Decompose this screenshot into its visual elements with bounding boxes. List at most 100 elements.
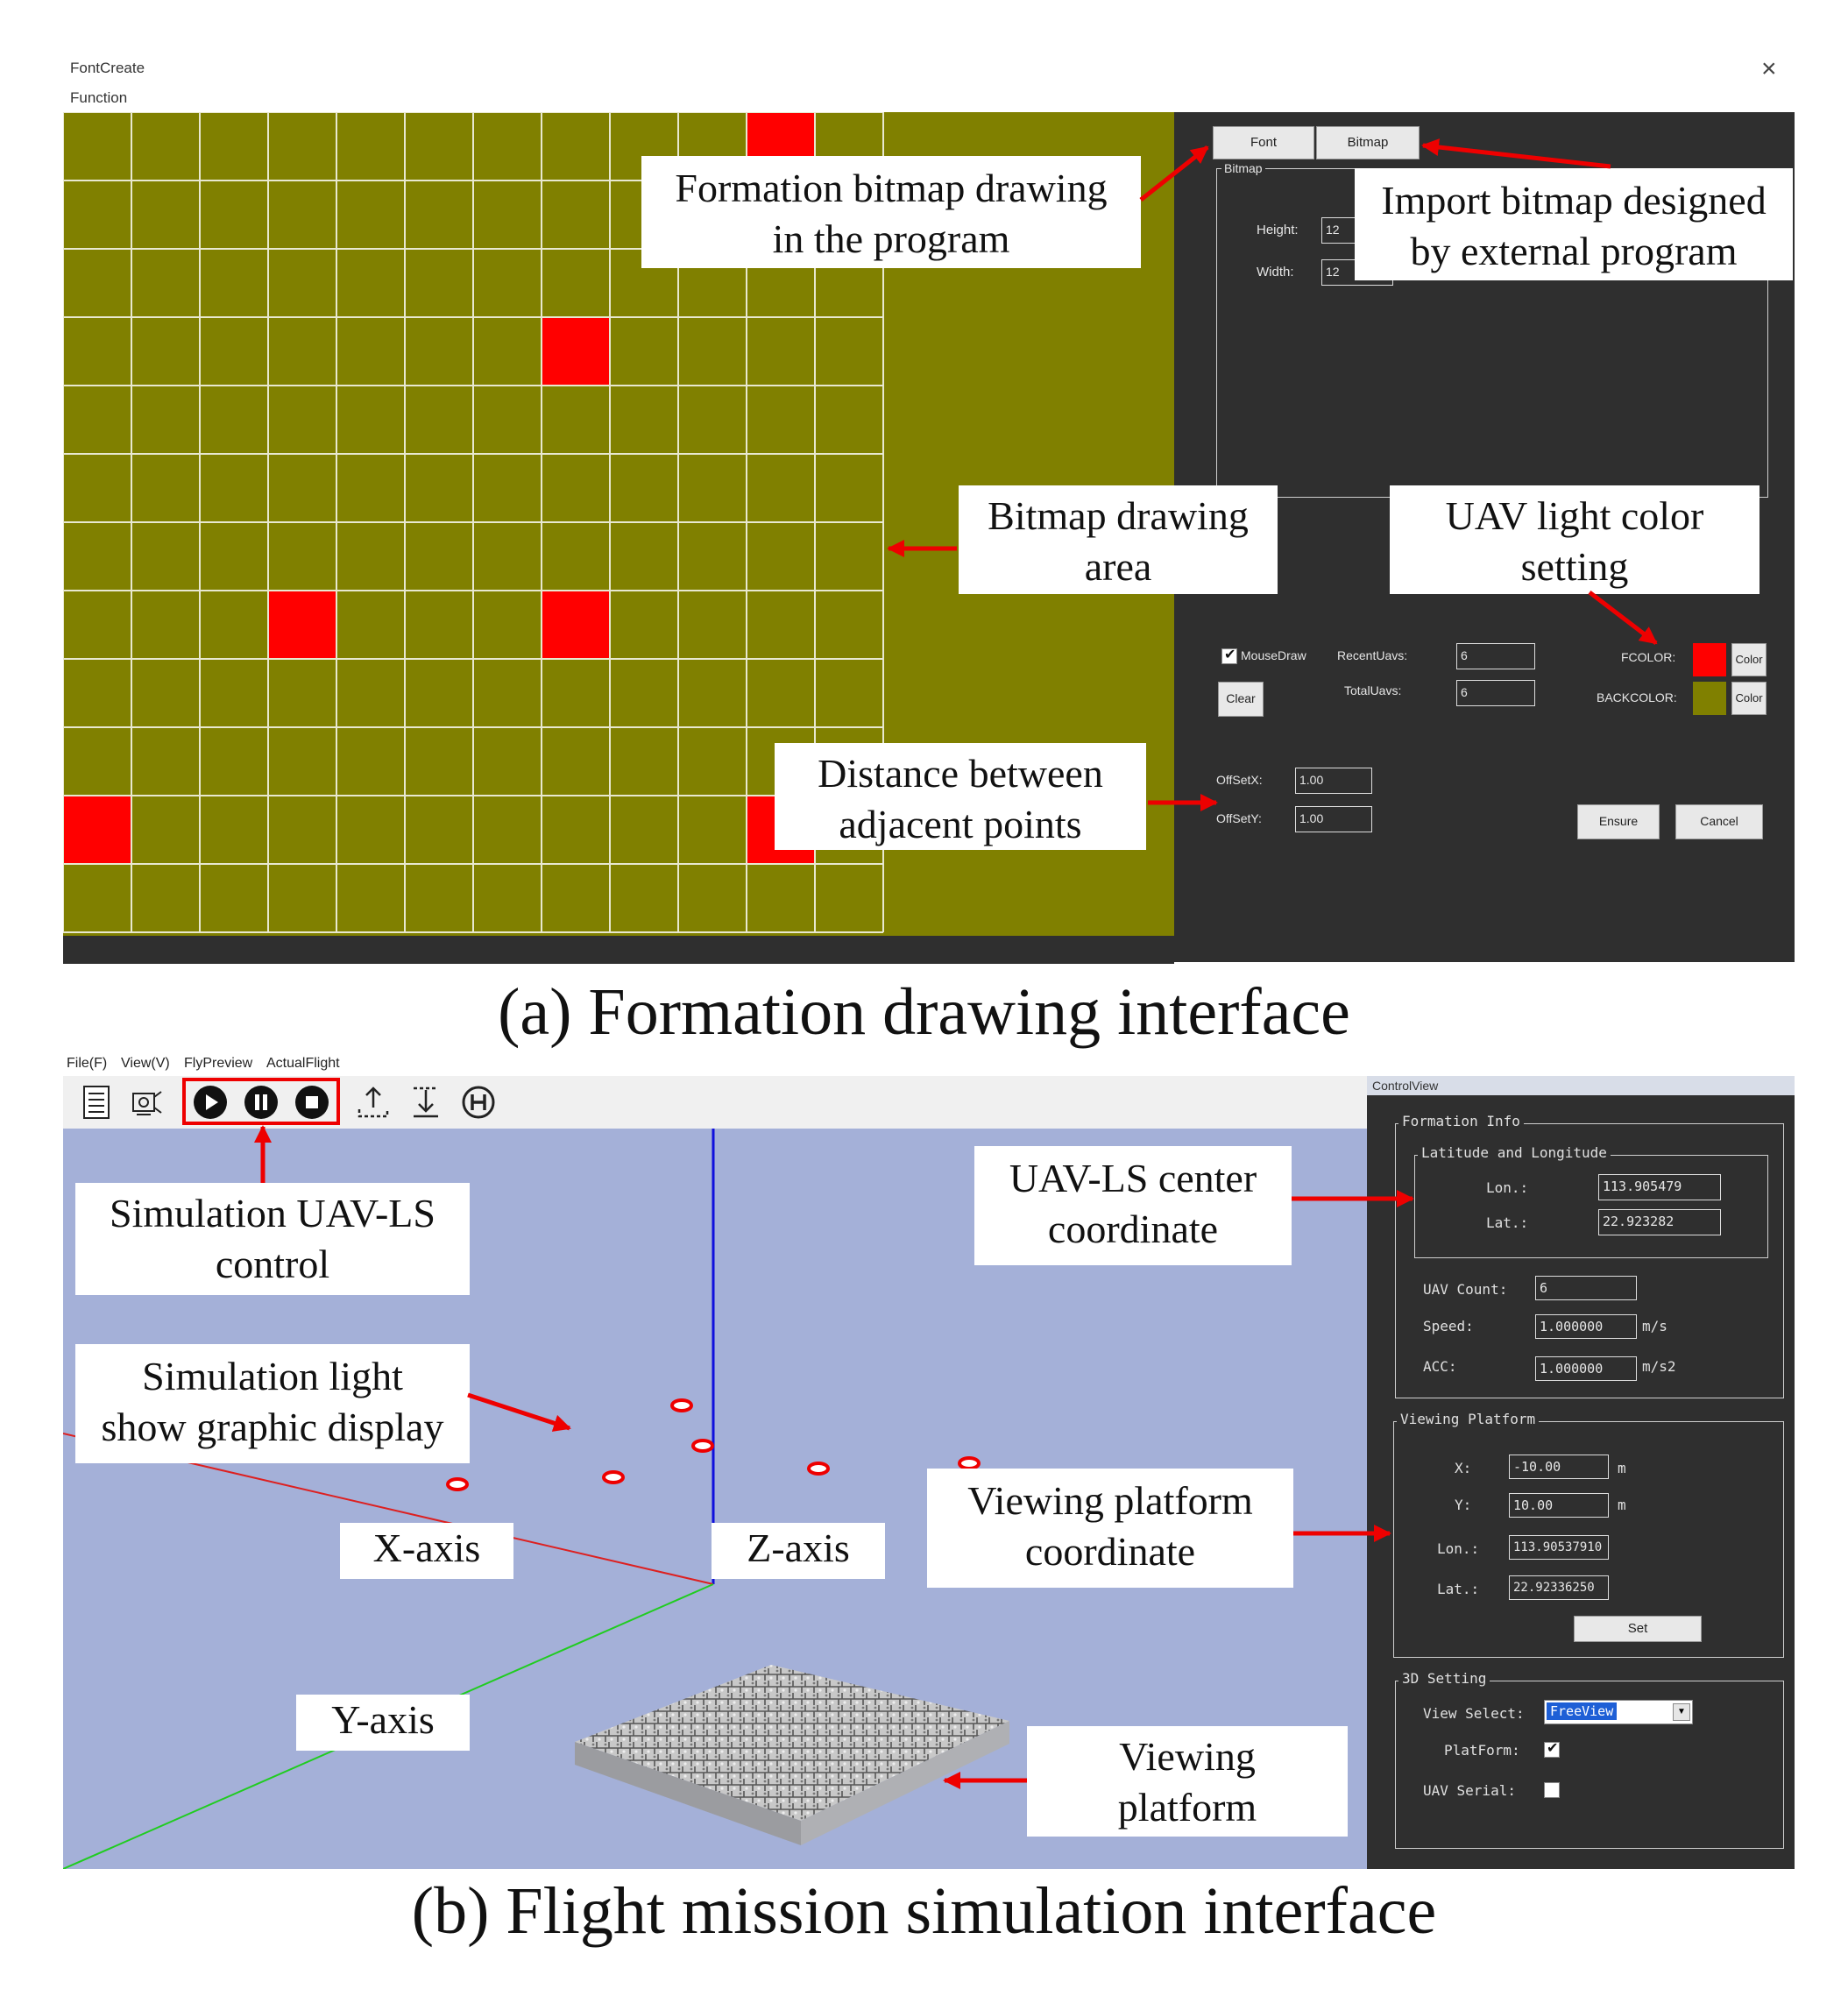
menu-bar: [63, 1051, 1795, 1076]
ensure-button[interactable]: Ensure: [1577, 804, 1660, 839]
uav-point: [958, 1456, 981, 1470]
home-icon[interactable]: [459, 1083, 498, 1122]
uav-point: [691, 1439, 714, 1453]
grid-cell-on[interactable]: [542, 317, 610, 386]
chevron-down-icon[interactable]: ▼: [1673, 1703, 1690, 1721]
grid-cell-on[interactable]: [542, 591, 610, 659]
backcolor-button[interactable]: Color: [1731, 682, 1767, 715]
menu-file[interactable]: File(F): [67, 1056, 108, 1071]
fcolor-button[interactable]: Color: [1731, 643, 1767, 676]
recent-uavs-label: RecentUavs:: [1337, 648, 1408, 662]
playback-highlight: [182, 1078, 340, 1125]
y-input[interactable]: 10.00: [1509, 1493, 1609, 1518]
platform-lat-input[interactable]: 22.92336250: [1509, 1575, 1609, 1600]
mousedraw-checkbox[interactable]: ✔: [1221, 646, 1237, 664]
x-input[interactable]: -10.00: [1509, 1455, 1609, 1479]
font-tab[interactable]: Font: [1213, 126, 1314, 159]
bitmap-group-title: Bitmap: [1221, 161, 1265, 175]
latlon-title: Latitude and Longitude: [1418, 1144, 1611, 1161]
uav-serial-label: UAV Serial:: [1423, 1782, 1516, 1799]
set-button[interactable]: Set: [1574, 1616, 1702, 1642]
formation-info-title: Formation Info: [1398, 1113, 1524, 1129]
offsetx-label: OffSetX:: [1216, 773, 1263, 787]
menu-function[interactable]: Function: [70, 89, 128, 106]
3d-setting-title: 3D Setting: [1398, 1670, 1490, 1687]
speed-unit: m/s: [1642, 1318, 1667, 1334]
grid-cell-on[interactable]: [63, 796, 131, 864]
play-icon[interactable]: [191, 1083, 230, 1122]
platform-lon-label: Lon.:: [1437, 1540, 1480, 1557]
fcolor-label: FCOLOR:: [1621, 650, 1676, 664]
caption-a: (a) Formation drawing interface: [498, 975, 1350, 1049]
status-bar: [63, 936, 1174, 964]
backcolor-label: BACKCOLOR:: [1597, 690, 1677, 704]
upload-icon[interactable]: [354, 1083, 393, 1122]
uav-count-input[interactable]: 6: [1535, 1276, 1637, 1300]
scene: [63, 1129, 1009, 1869]
stop-icon[interactable]: [293, 1083, 331, 1122]
platform-lat-label: Lat.:: [1437, 1581, 1480, 1597]
download-icon[interactable]: [407, 1083, 445, 1122]
window-title: FontCreate: [70, 60, 145, 76]
fcolor-swatch: [1693, 643, 1726, 676]
total-uavs-label: TotalUavs:: [1344, 683, 1402, 697]
menu-actualflight[interactable]: ActualFlight: [266, 1056, 340, 1071]
view-select-label: View Select:: [1423, 1705, 1525, 1722]
x-unit: m: [1618, 1460, 1626, 1476]
uav-point: [446, 1477, 469, 1491]
latlon-group: [1414, 1155, 1768, 1258]
platform-lon-input[interactable]: 113.90537910: [1509, 1535, 1609, 1560]
offsetx-input[interactable]: 1.00: [1295, 768, 1372, 794]
platform-checkbox[interactable]: ✔: [1544, 1739, 1560, 1758]
speed-input[interactable]: 1.000000: [1535, 1314, 1637, 1339]
offsety-label: OffSetY:: [1216, 811, 1262, 825]
bitmap-tab[interactable]: Bitmap: [1316, 126, 1420, 159]
acc-label: ACC:: [1423, 1358, 1457, 1375]
clear-button[interactable]: Clear: [1218, 682, 1264, 717]
3d-setting-group: [1395, 1681, 1784, 1849]
offsety-input[interactable]: 1.00: [1295, 806, 1372, 832]
backcolor-swatch: [1693, 682, 1726, 715]
document-icon[interactable]: [77, 1083, 116, 1122]
uav-point: [670, 1398, 693, 1412]
cancel-button[interactable]: Cancel: [1675, 804, 1763, 839]
uav-point: [602, 1470, 625, 1484]
uav-point: [807, 1462, 830, 1476]
pause-icon[interactable]: [242, 1083, 280, 1122]
y-label: Y:: [1455, 1497, 1472, 1513]
acc-unit: m/s2: [1642, 1358, 1676, 1375]
total-uavs-input[interactable]: 6: [1456, 680, 1535, 706]
platform-model: [575, 1665, 1009, 1845]
menu-flypreview[interactable]: FlyPreview: [184, 1056, 253, 1071]
grid-cell-on[interactable]: [268, 591, 336, 659]
caption-b: (b) Flight mission simulation interface: [411, 1874, 1437, 1948]
recent-uavs-input[interactable]: 6: [1456, 643, 1535, 669]
lon-label: Lon.:: [1486, 1179, 1529, 1196]
y-unit: m: [1618, 1497, 1626, 1513]
menu-view[interactable]: View(V): [121, 1056, 170, 1071]
viewing-platform-group: [1393, 1421, 1784, 1658]
mousedraw-label: MouseDraw: [1241, 648, 1306, 662]
close-icon[interactable]: ×: [1761, 54, 1777, 83]
viewing-platform-title: Viewing Platform: [1397, 1411, 1540, 1427]
height-label: Height:: [1257, 223, 1299, 237]
callout-z-axis: Z-axis: [712, 1523, 885, 1579]
control-view-title: ControlView: [1367, 1076, 1795, 1095]
camera-icon[interactable]: [128, 1083, 166, 1122]
view-select-dropdown[interactable]: FreeView ▼: [1544, 1700, 1693, 1724]
acc-input[interactable]: 1.000000: [1535, 1356, 1637, 1381]
lat-input[interactable]: 22.923282: [1598, 1209, 1721, 1235]
lon-input[interactable]: 113.905479: [1598, 1174, 1721, 1200]
uav-serial-checkbox[interactable]: [1544, 1782, 1560, 1798]
callout-y-axis: Y-axis: [296, 1695, 470, 1751]
